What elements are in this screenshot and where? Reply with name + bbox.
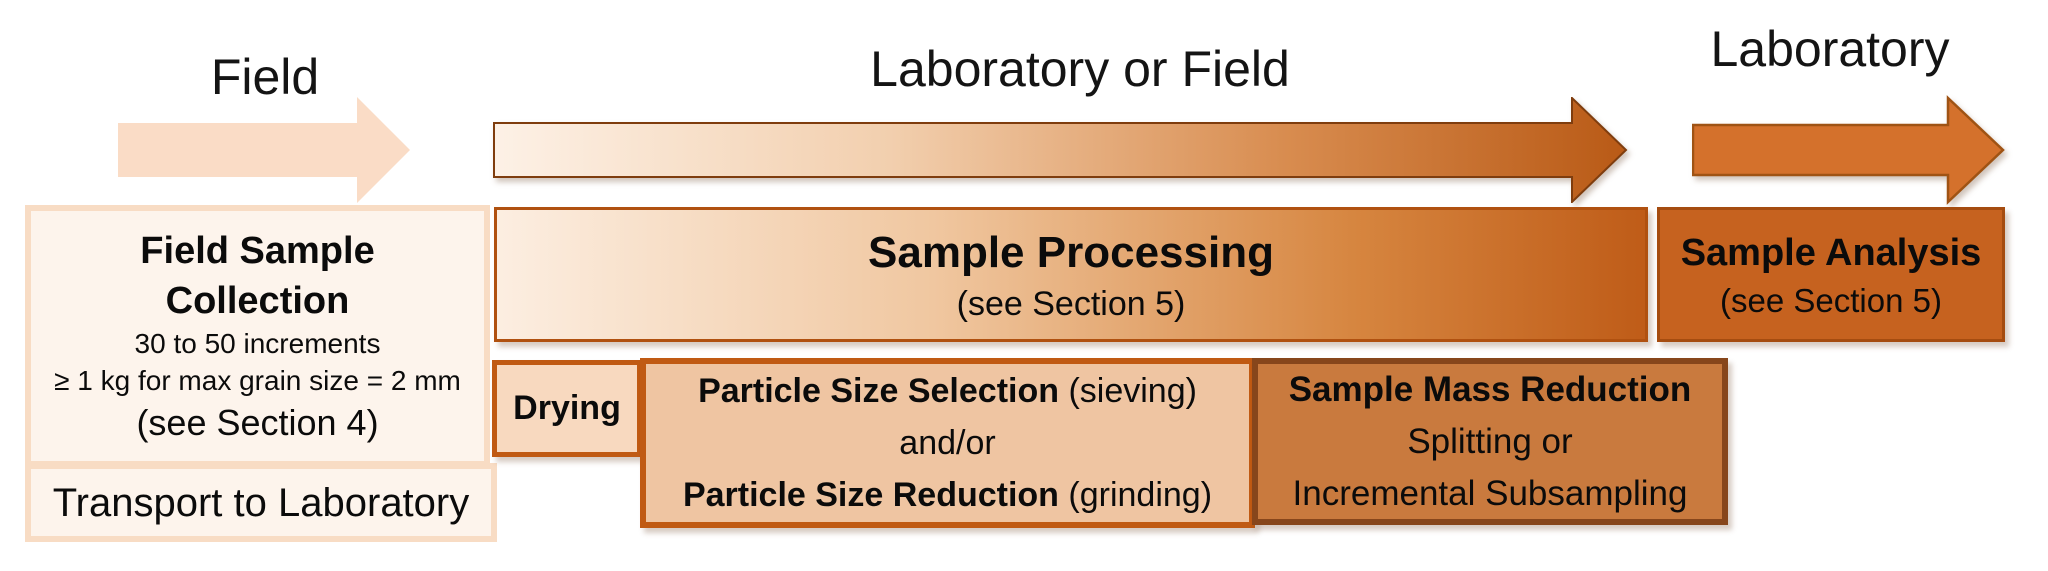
- sample-analysis-section-ref: (see Section 5): [1720, 281, 1942, 319]
- particle-size-selection-line: Particle Size Selection (sieving): [698, 365, 1197, 417]
- sample-analysis-title: Sample Analysis: [1680, 231, 1982, 274]
- field-sample-collection-title-line1: Field Sample: [140, 229, 375, 272]
- field-sample-collection-mass-requirement: ≥ 1 kg for max grain size = 2 mm: [54, 364, 461, 396]
- particle-size-selection-bold: Particle Size Selection: [698, 372, 1059, 410]
- laboratory-right-arrow-icon: [1692, 95, 2005, 205]
- sample-mass-reduction-splitting: Splitting or: [1407, 421, 1573, 461]
- particle-size-reduction-method: (grinding): [1058, 476, 1213, 514]
- transport-to-laboratory-label: Transport to Laboratory: [52, 480, 470, 525]
- field-right-arrow-icon: [118, 97, 410, 203]
- sample-processing-box: Sample Processing (see Section 5): [494, 207, 1648, 342]
- phase-header-field: Field: [210, 49, 320, 105]
- field-sample-collection-title-line2: Collection: [165, 279, 350, 322]
- drying-box: Drying: [492, 360, 642, 457]
- field-sample-collection-box: Field Sample Collection 30 to 50 increme…: [25, 205, 490, 467]
- particle-size-andor: and/or: [899, 424, 996, 462]
- particle-size-reduction-line: Particle Size Reduction (grinding): [683, 469, 1212, 521]
- transport-to-laboratory-box: Transport to Laboratory: [25, 463, 497, 542]
- drying-label: Drying: [513, 389, 621, 428]
- laboratory-or-field-gradient-right-arrow-icon: [493, 97, 1628, 203]
- phase-header-laboratory-or-field: Laboratory or Field: [870, 41, 1290, 97]
- sample-mass-reduction-box: Sample Mass Reduction Splitting or Incre…: [1252, 358, 1728, 525]
- sample-mass-reduction-subsampling: Incremental Subsampling: [1292, 473, 1688, 513]
- particle-size-box: Particle Size Selection (sieving) and/or…: [640, 358, 1255, 528]
- sample-processing-section-ref: (see Section 5): [956, 284, 1186, 323]
- particle-size-reduction-bold: Particle Size Reduction: [682, 476, 1059, 514]
- field-sample-collection-increments: 30 to 50 increments: [134, 327, 381, 359]
- phase-header-laboratory: Laboratory: [1710, 21, 1950, 77]
- sample-processing-title: Sample Processing: [868, 227, 1274, 277]
- field-sample-collection-section-ref: (see Section 4): [136, 401, 379, 443]
- particle-size-selection-method: (sieving): [1059, 372, 1197, 410]
- sample-mass-reduction-title: Sample Mass Reduction: [1288, 369, 1692, 409]
- sample-analysis-box: Sample Analysis (see Section 5): [1657, 207, 2005, 342]
